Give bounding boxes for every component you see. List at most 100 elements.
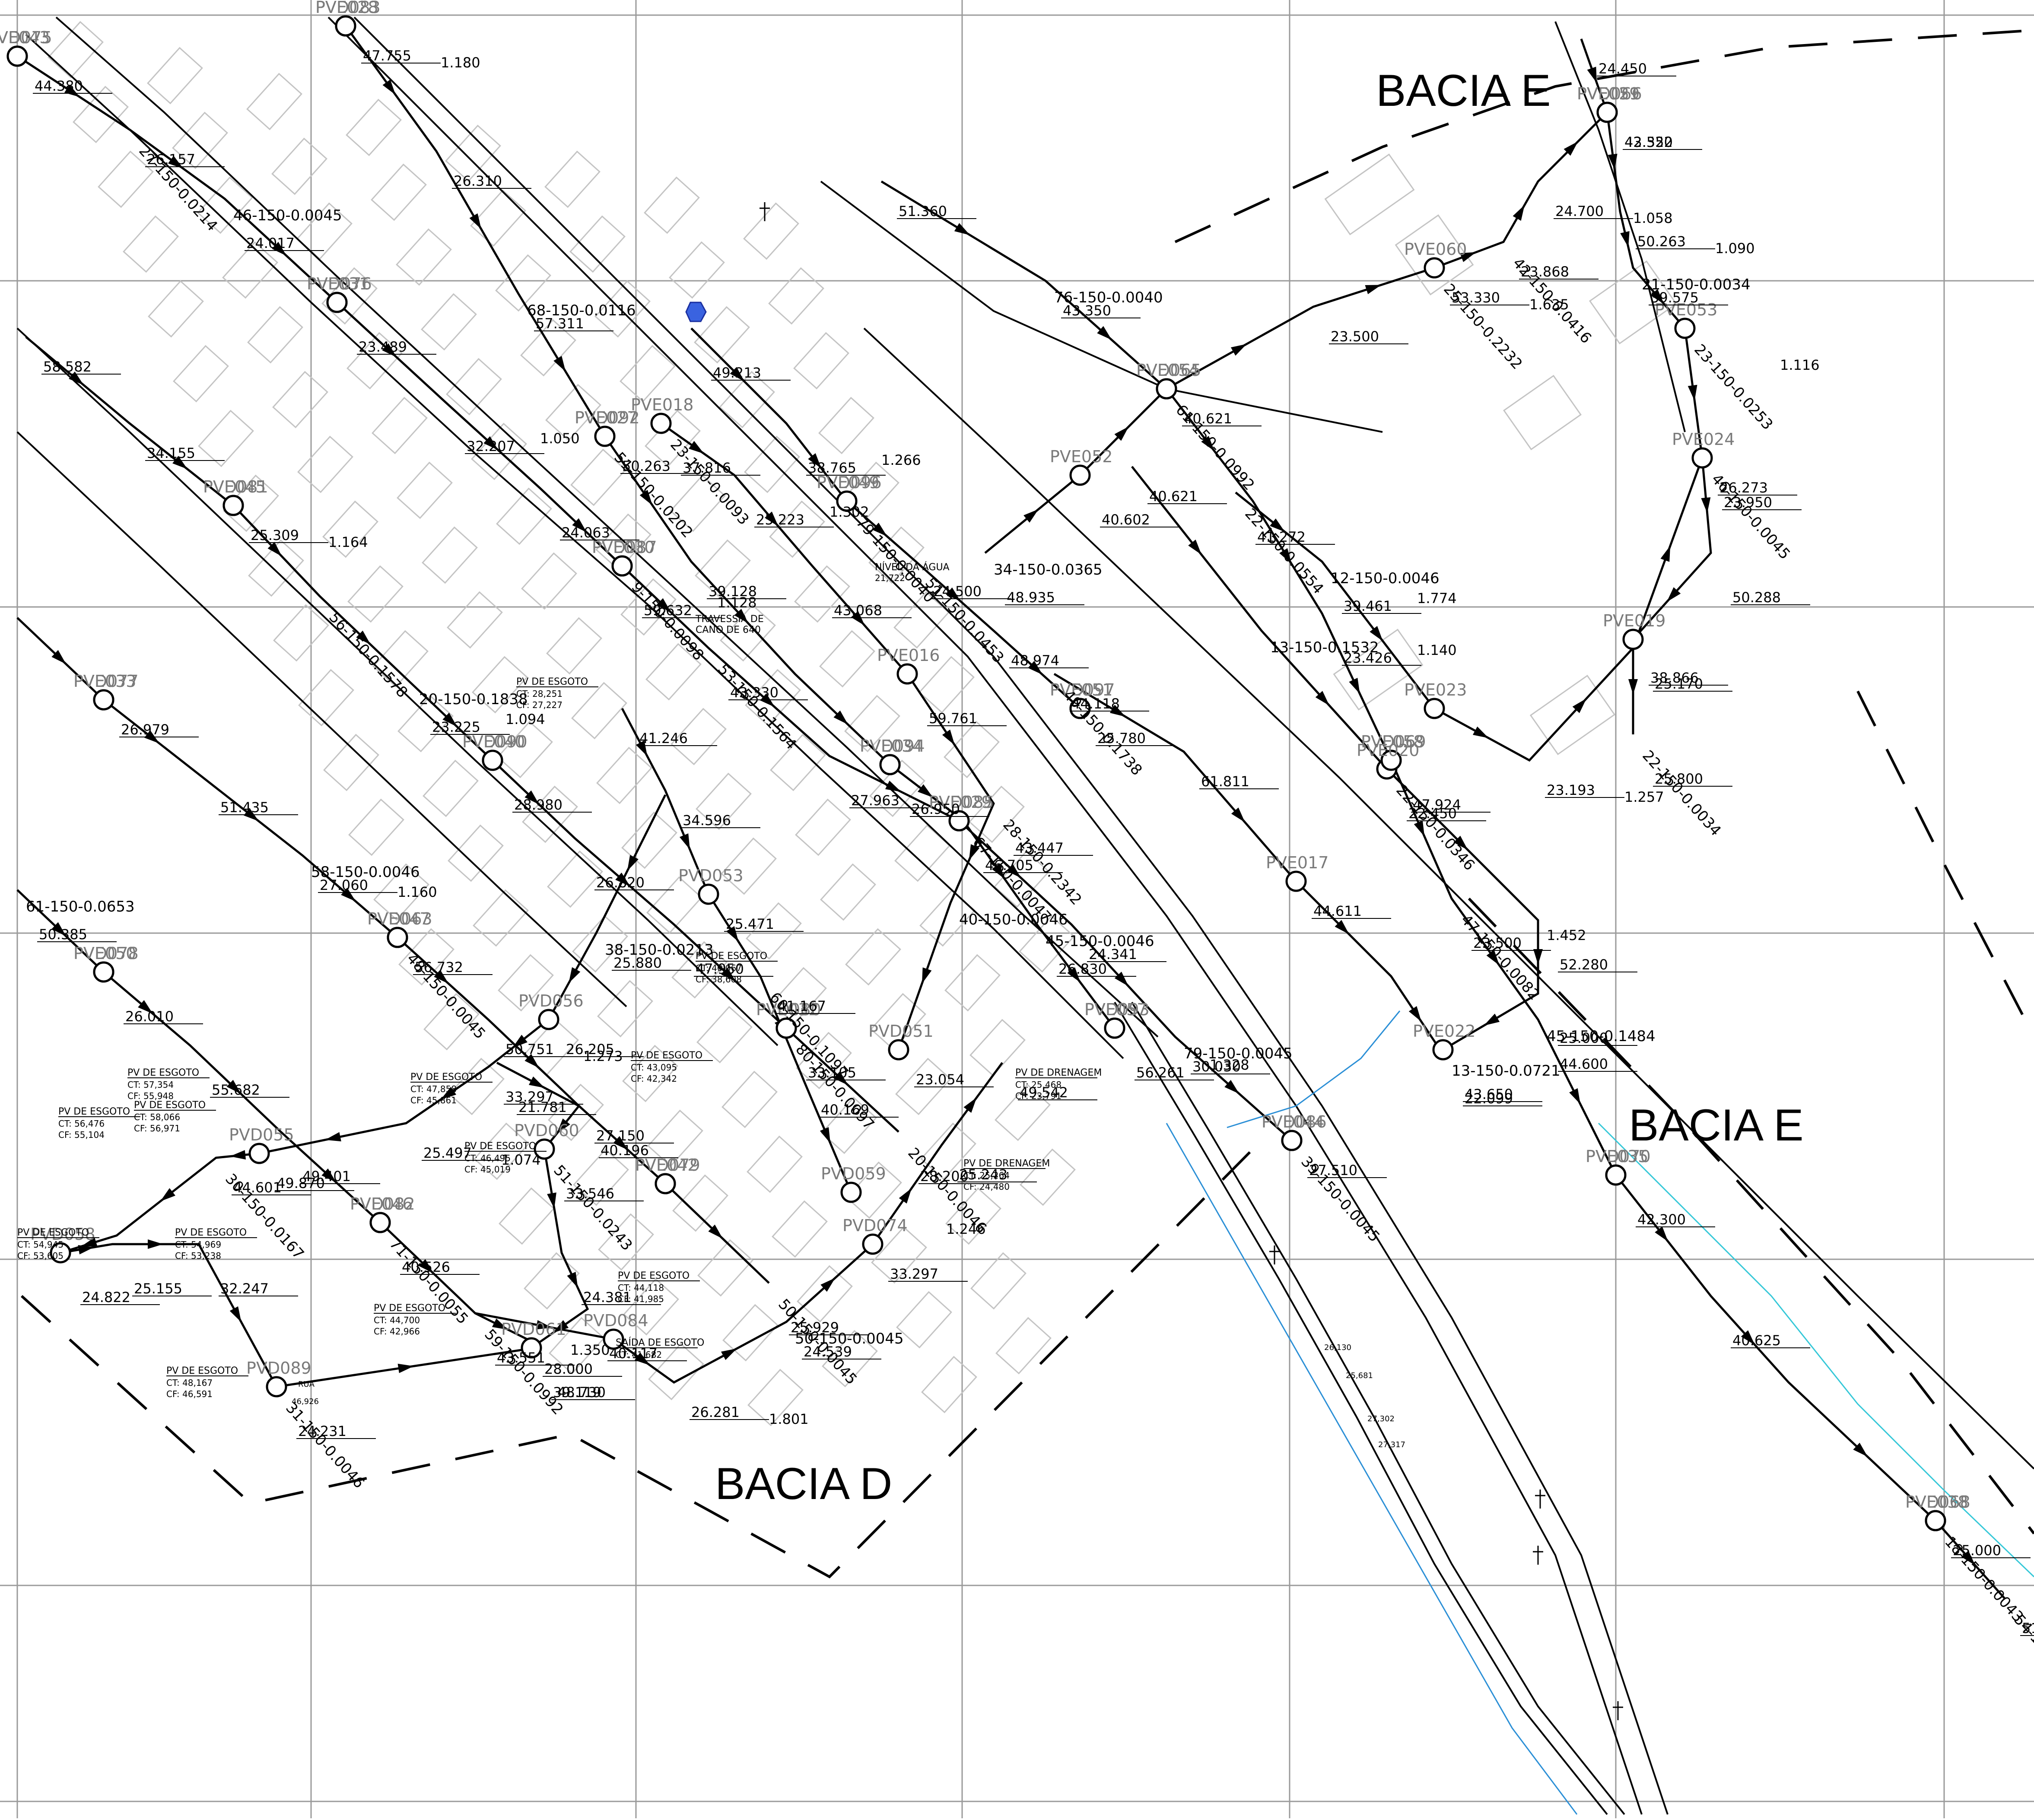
pipe-spec-label: 50-150-0.0045 [795,1330,904,1347]
manhole-pvd063[interactable] [387,927,408,948]
elevation-value: 51.435 [220,799,269,816]
manhole-label: PVD056 [518,991,584,1010]
elevation-value: 25.497 [423,1145,472,1161]
manhole-label: PVE052 [1050,447,1112,466]
elevation-value: 26.010 [125,1008,174,1025]
pipe-spec-label: 13-150-0.1532 [1270,639,1379,656]
manhole-pvd075[interactable] [6,45,28,67]
manhole-label: PVE047 [367,909,430,928]
note-title: PV DE ESGOTO [464,1141,536,1152]
manhole-label: PVE044 [1262,1112,1324,1131]
manhole-pvd077[interactable] [93,689,114,711]
manhole-label: PVE029 [929,793,992,812]
manhole-label: PVE045 [203,477,266,496]
elevation-value: 49.870 [276,1175,325,1191]
elevation-value: 25.780 [1097,730,1146,746]
manhole-pvd087[interactable] [611,555,633,577]
manhole-pvd074[interactable] [862,1233,884,1255]
manhole-pvd059[interactable] [840,1182,862,1203]
note-ct: CT: 43,095 [631,1062,677,1073]
manhole-pvd086[interactable] [1281,1130,1303,1151]
note-cf: CF: 53,238 [175,1251,221,1261]
manhole-pvd066[interactable] [1596,102,1618,123]
manhole-pvd096[interactable] [836,490,858,512]
manhole-pvd060[interactable] [534,1138,555,1160]
elevation-value: 43.330 [730,684,779,701]
manhole-pvd080[interactable] [775,1017,797,1039]
note-title: PV DE DRENAGEM [963,1158,1050,1169]
manhole-pve053[interactable] [1674,318,1696,339]
manhole-pvd090[interactable] [482,750,503,771]
manhole-pvd051[interactable] [888,1039,909,1061]
pipe-spec-label: 38-150-0.0213 [605,941,714,959]
manhole-pvd084[interactable] [603,1328,624,1350]
manhole-pve024[interactable] [1691,447,1713,469]
manhole-label: PVE023 [1404,680,1467,699]
manhole-pvd058[interactable] [50,1242,71,1264]
manhole-pve052[interactable] [1069,464,1091,486]
note-ct: CT: 56,476 [58,1118,105,1129]
elevation-value: 23.868 [1521,264,1569,280]
manhole-label: PVD058 [30,1225,95,1244]
manhole-pvd093[interactable] [1104,1017,1125,1039]
elevation-value: 56.732 [415,959,463,975]
elevation-value: 34.155 [147,445,195,461]
manhole-pve060[interactable] [1424,257,1445,279]
elevation-value: 43.068 [834,602,882,619]
note-cf: CF: 56,971 [134,1123,180,1134]
manhole-pvd068[interactable] [1925,1510,1946,1531]
depth-value: 1.257 [1624,789,1664,805]
manhole-label: PVE058 [1361,732,1424,751]
depth-value: 1.266 [881,452,921,468]
manhole-pvd065[interactable] [1156,378,1177,400]
elevation-value: 32.247 [220,1280,269,1297]
manhole-pve017[interactable] [1285,870,1307,892]
manhole-pvd053[interactable] [698,883,719,905]
manhole-pve022[interactable] [1432,1039,1454,1061]
manhole-pve016[interactable] [896,663,918,685]
manhole-pvd061[interactable] [521,1337,542,1359]
note-cf: CF: 41,985 [618,1294,664,1304]
manhole-pvd078[interactable] [93,961,114,983]
elevation-value: 26.310 [454,173,502,189]
manhole-pve019[interactable] [1622,629,1644,650]
elevation-value: 24.341 [1089,946,1137,962]
manhole-pvd082[interactable] [369,1212,391,1233]
crossing-label-2: CANO DE 640 [696,625,761,635]
manhole-pvd055[interactable] [248,1143,270,1164]
manhole-pvd069[interactable] [1380,750,1402,771]
selected-manhole-marker[interactable] [685,302,707,322]
manhole-label: PVE027 [575,408,637,427]
manhole-pvd076[interactable] [326,292,348,313]
manhole-pvd081[interactable] [222,495,244,516]
elevation-value: 53.330 [1452,289,1500,306]
elevation-value: 25.929 [791,1319,839,1336]
manhole-pvd079[interactable] [655,1173,676,1194]
manhole-pvd097[interactable] [1069,698,1091,719]
note-ct: CT: 57,354 [127,1080,174,1090]
depth-value: 1.302 [829,504,869,520]
manhole-label: PVD085 [929,793,994,812]
elevation-value: 44.611 [1313,903,1362,919]
manhole-pvd089[interactable] [266,1376,287,1398]
manhole-label: PVE031 [307,274,369,293]
manhole-pvd056[interactable] [538,1009,559,1030]
elevation-value: 26.950 [912,801,960,817]
crossing-label: TRAVESSIA DE [695,614,764,625]
manhole-pve018[interactable] [650,413,672,434]
elevation-value: 27.963 [851,792,899,809]
manhole-pvd070[interactable] [1605,1164,1627,1186]
manhole-pvd083[interactable] [335,15,356,37]
manhole-pve023[interactable] [1424,698,1445,719]
manhole-pvd092[interactable] [594,426,616,447]
manhole-label: PVE016 [877,646,940,665]
elevation-value: 28.000 [544,1361,593,1377]
manhole-label: PVE046 [350,1194,413,1213]
manhole-pvd094[interactable] [879,754,901,775]
elevation-value: 26.820 [596,874,645,891]
manhole-label: PVE057 [1084,1000,1147,1019]
manhole-label: PVD074 [842,1216,908,1235]
elevation-value: 33.297 [890,1266,938,1282]
elevation-value: 38.866 [1650,670,1699,686]
